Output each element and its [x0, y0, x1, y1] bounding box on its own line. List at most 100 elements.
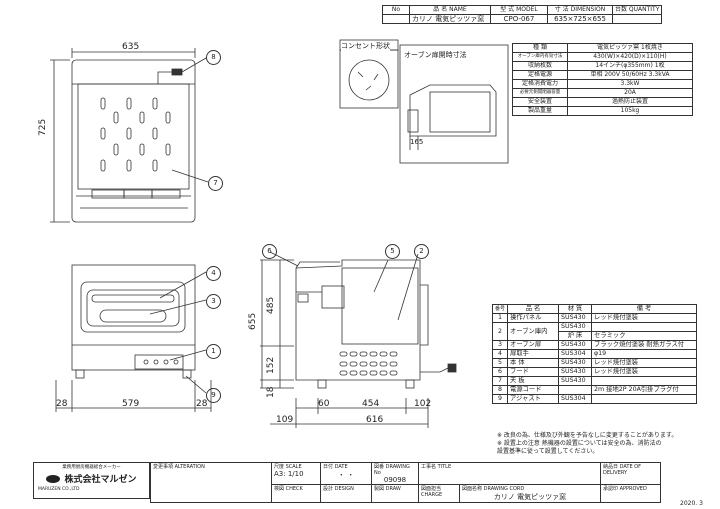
part-sub-label: 炉 床 [558, 331, 593, 341]
top-view-outline [71, 59, 196, 223]
top-view-plate [77, 83, 190, 190]
open-door-title: オーブン扉開時寸法 [404, 51, 467, 59]
company-box: 業務用厨房機器総合メーカー 株式会社マルゼン MARUZEN CO.,LTD [33, 462, 150, 499]
callout-4: 4 [206, 266, 221, 281]
note-line: ※ 設置上の注意 熱機器の設置については安全の為、消防法の [497, 440, 662, 447]
tb-scale-label: 尺度 SCALE [274, 464, 302, 470]
front-adjuster-left [75, 369, 85, 379]
part-no: 6 [491, 367, 509, 377]
part-material: SUS430 [558, 376, 593, 386]
dim-top-width: 635 [122, 42, 140, 52]
side-body [341, 267, 419, 345]
header-qty [611, 14, 663, 24]
part-material: SUS430 [558, 358, 593, 368]
parts-header-no: 番号 [491, 304, 509, 314]
part-note: 2m 接地2P 20A引掛プラグ付 [591, 385, 698, 395]
part-name: アジャスト [507, 394, 560, 404]
part-name: 天 板 [507, 376, 560, 386]
dim-side-b3: 102 [414, 399, 432, 409]
front-control-panel [134, 354, 184, 370]
part-sub-material: セラミック [591, 331, 698, 341]
dim-front-right: 28 [196, 399, 208, 409]
spec-value: 過熱防止装置 [567, 97, 693, 107]
spec-label: 安全装置 [512, 97, 568, 107]
spec-label: 定格消費電力 [512, 79, 568, 89]
part-no: 5 [491, 358, 509, 368]
part-no: 1 [491, 313, 509, 323]
tb-title-label: 工事名 TITLE [421, 464, 452, 470]
spec-label: 必要元側開閉器容量 [512, 88, 568, 98]
tb-check-label: 検図 CHECK [274, 486, 303, 492]
part-name: オーブン庫内 [507, 322, 560, 341]
callout-3: 3 [206, 294, 221, 309]
part-note [591, 322, 698, 332]
spec-label: 定格電源 [512, 70, 568, 80]
part-material: SUS430 [558, 340, 593, 350]
parts-header-material: 材 質 [558, 304, 593, 314]
tb-change-label: 変更事項 ALTERATION [153, 464, 205, 470]
part-material: SUS430 [558, 322, 593, 332]
spec-label: 収納枚数 [512, 61, 568, 71]
company-en: MARUZEN CO.,LTD [38, 487, 80, 492]
dim-front-left: 28 [56, 399, 68, 409]
callout-7: 7 [208, 176, 223, 191]
company-logo-icon [46, 474, 61, 483]
dim-side-back: 109 [276, 415, 294, 425]
part-material: SUS430 [558, 367, 593, 377]
callout-9: 9 [206, 388, 221, 403]
part-no: 8 [491, 385, 509, 395]
callout-5: 5 [385, 244, 400, 259]
callout-6: 6 [262, 244, 277, 259]
part-note: レッド焼付塗装 [591, 358, 698, 368]
part-name: 電源コード [507, 385, 560, 395]
dim-side-b2: 454 [362, 399, 380, 409]
part-name: 操作パネル [507, 313, 560, 323]
front-adjuster-right [182, 369, 192, 379]
tb-approve-label: 承認印 APPROVED [603, 486, 647, 492]
part-material [558, 385, 593, 395]
dim-side-total-depth: 616 [366, 415, 384, 425]
tb-scale: A3: 1/10 [274, 470, 304, 478]
open-door-value: 165 [410, 138, 424, 146]
power-plug [171, 68, 183, 76]
front-door-handle [91, 294, 175, 303]
spec-value: 14インチ(φ355mm) 1枚 [567, 61, 693, 71]
tb-owner-label: 図面担当 CHARGE [421, 486, 443, 498]
dim-side-hood: 485 [266, 296, 276, 314]
side-power-plug [447, 363, 457, 373]
tb-drawing-name: カリノ 電気ピッツァ窯 [493, 493, 567, 501]
callout-1: 1 [206, 344, 221, 359]
spec-value: 電気ピッツァ窯 1枚焼き [567, 43, 693, 53]
spec-label: 種 類 [512, 43, 568, 53]
note-line: ※ 改良の為、仕様及び外観を予告なしに変更することがあります。 [497, 432, 678, 439]
tb-drawing-no: 09098 [383, 476, 407, 484]
front-view-outline [71, 264, 196, 371]
power-cord [157, 71, 172, 84]
tb-delivery-label: 納品日 DATE OF DELIVERY [603, 464, 641, 476]
part-no: 7 [491, 376, 509, 386]
maker-caption: 業務用厨房機器総合メーカー [62, 465, 121, 470]
dim-side-total: 655 [248, 312, 258, 330]
part-material: SUS430 [558, 313, 593, 323]
tb-date: ・ ・ [337, 471, 355, 479]
notes: ※ 改良の為、仕様及び外観を予告なしに変更することがあります。 ※ 設置上の注意… [497, 432, 677, 456]
dim-side-leg: 18 [266, 386, 276, 398]
side-power-cord [420, 367, 449, 373]
company-name: 株式会社マルゼン [64, 475, 137, 485]
part-note [591, 394, 698, 404]
tb-name-label: 図面名称 DRAWING CORD [462, 486, 525, 492]
tb-date-label: 日付 DATE [323, 464, 348, 470]
tb-design-label: 設計 DESIGN [323, 486, 354, 492]
part-name: 本 体 [507, 358, 560, 368]
open-door-box [399, 44, 509, 164]
part-no: 4 [491, 349, 509, 359]
part-note: レッド焼付塗装 [591, 367, 698, 377]
outlet-title: コンセント形状 [341, 41, 390, 51]
top-vent-slots [100, 97, 171, 172]
dim-side-body: 152 [266, 356, 276, 374]
note-line: 設置基準に従って設置してください。 [497, 448, 599, 455]
part-note: ブラック焼付塗装 耐熱ガラス付 [591, 340, 698, 350]
part-no: 2 [491, 322, 509, 341]
spec-value: 430(W)×420(D)×110(H) [567, 52, 693, 62]
